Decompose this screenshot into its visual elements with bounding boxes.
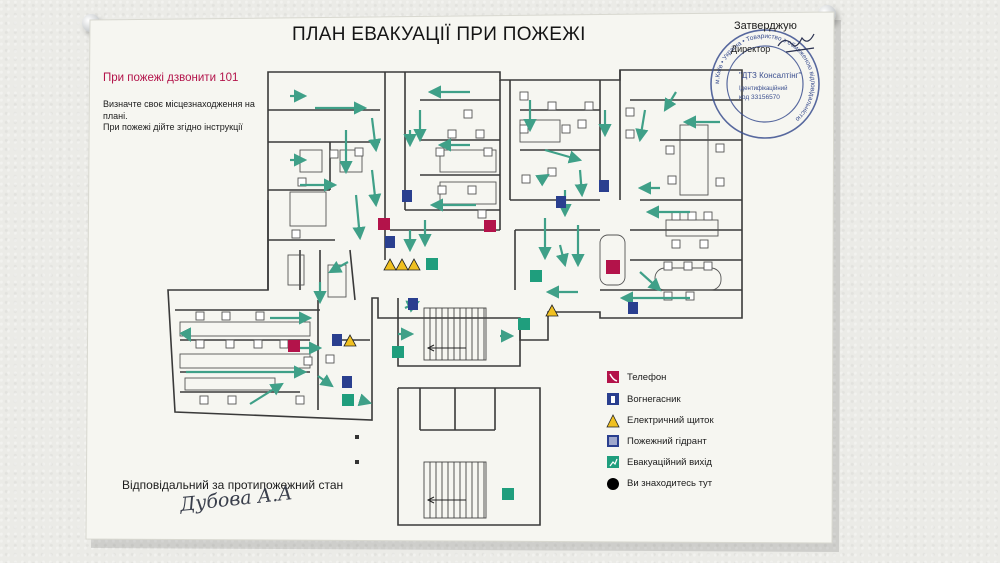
legend-label-hydrant: Пожежний гідрант: [627, 436, 707, 447]
plan-electrical-panel-icons: [343, 258, 559, 347]
phone-icon: [607, 371, 619, 383]
instructions-block: Визначте своє місцезнаходження на плані.…: [103, 99, 273, 134]
lower-block-walls: [397, 387, 541, 526]
left-office-walls: [267, 72, 386, 301]
instruction-line: Визначте своє місцезнаходження на плані.: [103, 99, 255, 121]
stamp-id-code: код 33156570: [739, 94, 780, 101]
responsible-person-label: Відповідальний за протипожежний стан: [122, 478, 344, 492]
plan-exit-icons: [342, 258, 542, 500]
stair-direction-arrows: [426, 344, 466, 504]
legend-label-you-are-here: Ви знаходитесь тут: [627, 478, 713, 489]
upper-stairwell-walls: [397, 298, 521, 367]
legend-icons: [606, 371, 620, 490]
you-are-here-dot-icon: [607, 478, 619, 490]
director-signature: [777, 33, 815, 53]
legend-label-phone: Телефон: [627, 372, 667, 383]
electrical-panel-warning-icon: [606, 414, 620, 428]
plan-phone-icons: [288, 218, 620, 352]
approval-label: Затверджую: [734, 20, 797, 32]
stamp-company: "ДТЗ Консалтінг": [739, 71, 802, 80]
plan-extinguisher-icons: [332, 180, 638, 388]
lower-stairs: [423, 461, 487, 519]
director-label: Директор: [731, 44, 771, 54]
fourth-column-walls: [600, 70, 742, 291]
stamp-id-label: Ідентифікаційний: [739, 85, 787, 92]
legend-label-extinguisher: Вогнегасник: [627, 394, 681, 405]
instruction-line: При пожежі дійте згідно інструкції: [103, 122, 243, 132]
paper-sheet: [85, 11, 835, 544]
upper-stairs: [423, 307, 487, 361]
emergency-call-text: При пожежі дзвонити 101: [103, 72, 239, 84]
plan-title: ПЛАН ЕВАКУАЦІЇ ПРИ ПОЖЕЖІ: [292, 24, 586, 45]
evacuation-arrows: [179, 85, 720, 407]
floor-plan-walls: [167, 69, 743, 526]
legend-label-electrical-panel: Електричний щиток: [627, 415, 714, 426]
plan-small-markers: [355, 435, 359, 464]
legend-label-exit: Евакуаційний вихід: [627, 457, 712, 468]
